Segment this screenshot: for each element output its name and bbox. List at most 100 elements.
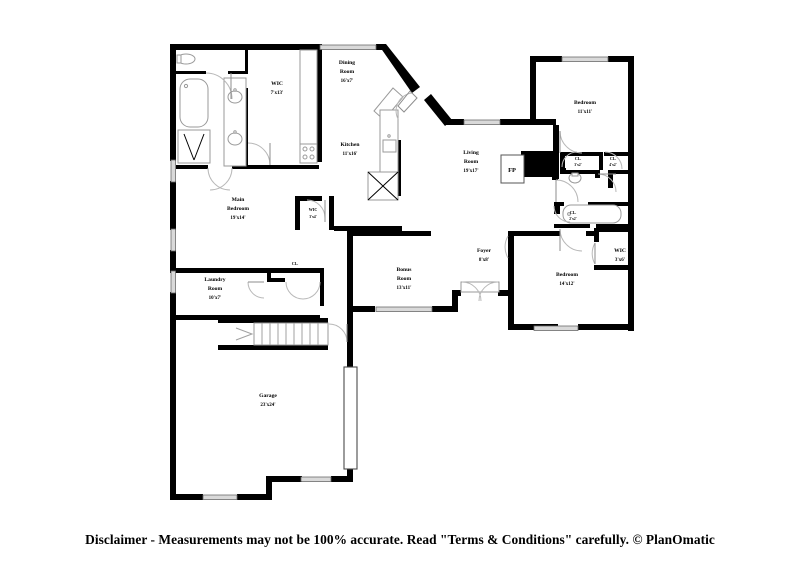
room-label-wic-bedroom3: WIC 3'x6' bbox=[614, 248, 626, 263]
svg-text:19'x14': 19'x14' bbox=[230, 216, 246, 221]
svg-text:Foyer: Foyer bbox=[477, 248, 491, 254]
room-label-foyer: Foyer 8'x8' bbox=[477, 248, 491, 263]
window-laundry bbox=[170, 270, 176, 294]
bathtub-icon-bath2 bbox=[562, 204, 622, 224]
room-labels: WIC 7'x13' Dining Room 16'x7' Kitchen 11… bbox=[204, 60, 625, 408]
svg-text:Bonus: Bonus bbox=[397, 267, 413, 273]
svg-text:Kitchen: Kitchen bbox=[341, 142, 361, 148]
door-swing-wic-main bbox=[247, 142, 271, 166]
door-swing-bedroom3 bbox=[559, 228, 583, 252]
room-label-dining-room: Dining Room 16'x7' bbox=[339, 60, 355, 84]
bathroom-2-fixtures bbox=[562, 172, 622, 224]
closet-label-hall-b: CL. 4'x2' bbox=[609, 156, 616, 167]
disclaimer-text: Disclaimer - Measurements may not be 100… bbox=[85, 532, 715, 547]
window-garage-bottom-2 bbox=[300, 476, 332, 482]
svg-text:CL.: CL. bbox=[570, 210, 577, 215]
svg-text:CL.: CL. bbox=[292, 261, 299, 266]
svg-text:WIC: WIC bbox=[614, 248, 626, 254]
window-bedroom3-bottom bbox=[533, 325, 579, 331]
door-swing-master-bath bbox=[205, 72, 233, 100]
window-main-bedroom-1 bbox=[170, 159, 176, 183]
svg-text:Room: Room bbox=[464, 159, 479, 165]
closet-label-hall-a: CL. 3'x2' bbox=[574, 156, 581, 167]
door-swing-bath2 bbox=[597, 173, 617, 193]
svg-text:19'x17': 19'x17' bbox=[463, 169, 479, 174]
svg-text:Room: Room bbox=[208, 286, 223, 292]
foyer-door-frame bbox=[460, 281, 500, 293]
window-living-top bbox=[463, 119, 501, 125]
svg-text:10'x7': 10'x7' bbox=[209, 296, 222, 301]
svg-text:8'x8': 8'x8' bbox=[479, 258, 490, 263]
svg-text:Bedroom: Bedroom bbox=[556, 272, 578, 278]
staircase bbox=[235, 322, 329, 346]
doors bbox=[205, 72, 623, 343]
svg-text:Laundry: Laundry bbox=[204, 277, 225, 283]
svg-text:3'x4': 3'x4' bbox=[309, 215, 316, 219]
garage-door-icon bbox=[343, 366, 358, 470]
kitchen-sink-icon bbox=[382, 139, 397, 153]
svg-text:Bedroom: Bedroom bbox=[574, 100, 596, 106]
kitchen-fixtures bbox=[299, 49, 404, 201]
door-swing-closet-a bbox=[561, 151, 578, 168]
door-swing-dining-exterior bbox=[395, 92, 413, 120]
door-swing-closet-laundry-a bbox=[285, 281, 304, 300]
door-swing-foyer-a bbox=[461, 281, 482, 302]
door-swing-closet-laundry-b bbox=[302, 281, 321, 300]
door-swing-garage-stairs bbox=[328, 323, 348, 343]
svg-text:7'x13': 7'x13' bbox=[271, 91, 284, 96]
svg-text:2'x2': 2'x2' bbox=[569, 217, 576, 221]
svg-text:Bedroom: Bedroom bbox=[227, 206, 249, 212]
door-swing-wic-bedroom3 bbox=[591, 242, 596, 265]
shower-icon bbox=[177, 129, 211, 164]
fireplace bbox=[500, 154, 525, 184]
room-label-bedroom-2: Bedroom 11'x11' bbox=[574, 100, 596, 115]
svg-text:CL.: CL. bbox=[610, 156, 617, 161]
svg-text:9'x2': 9'x2' bbox=[291, 268, 298, 272]
svg-text:Living: Living bbox=[463, 150, 479, 156]
svg-text:16'x7': 16'x7' bbox=[341, 79, 354, 84]
svg-text:13'x11': 13'x11' bbox=[396, 286, 412, 291]
door-swing-hall-bath bbox=[555, 179, 579, 203]
closet-label-hall-c: CL. 2'x2' bbox=[569, 210, 576, 221]
svg-text:23'x24': 23'x24' bbox=[260, 403, 276, 408]
door-swing-master-bedroom-a bbox=[207, 167, 231, 191]
svg-text:4'x2': 4'x2' bbox=[609, 163, 616, 167]
window-garage-bottom-1 bbox=[202, 494, 238, 500]
svg-text:3'x2': 3'x2' bbox=[574, 163, 581, 167]
svg-text:3'x6': 3'x6' bbox=[615, 258, 626, 263]
svg-text:WIC: WIC bbox=[271, 81, 283, 87]
door-swing-foyer-b bbox=[478, 281, 499, 302]
room-label-wic-main: WIC 7'x13' bbox=[271, 81, 284, 96]
fireplace-box bbox=[500, 154, 525, 184]
bathtub-icon bbox=[179, 78, 209, 128]
window-dining-top bbox=[319, 44, 377, 50]
svg-text:Garage: Garage bbox=[259, 393, 277, 399]
svg-text:Room: Room bbox=[397, 276, 412, 282]
window-bedroom2-top bbox=[561, 56, 609, 62]
svg-text:Main: Main bbox=[232, 197, 246, 203]
window-main-bedroom-2 bbox=[170, 228, 176, 252]
fireplace-label: FP bbox=[508, 167, 516, 174]
closet-labels: CL. 9'x2' CL. 3'x2' CL. 4'x2' CL. 2'x2' bbox=[291, 156, 616, 272]
room-label-wic-small: WIC 3'x4' bbox=[309, 207, 318, 219]
garage-door bbox=[343, 366, 358, 470]
closet-label-laundry: CL. 9'x2' bbox=[291, 261, 298, 272]
svg-text:Dining: Dining bbox=[339, 60, 355, 66]
window-bonus-bottom bbox=[375, 306, 433, 312]
feature-labels: FP bbox=[508, 167, 516, 174]
svg-text:Room: Room bbox=[340, 69, 355, 75]
room-label-bonus-room: Bonus Room 13'x11' bbox=[396, 267, 412, 291]
stove-icon bbox=[299, 143, 318, 164]
svg-text:CL.: CL. bbox=[575, 156, 582, 161]
room-label-garage: Garage 23'x24' bbox=[259, 393, 277, 408]
door-swing-closet-b bbox=[604, 151, 623, 170]
svg-text:11'x11': 11'x11' bbox=[578, 110, 593, 115]
door-swing-bonus-foyer bbox=[504, 235, 509, 259]
svg-text:11'x16': 11'x16' bbox=[342, 152, 358, 157]
stairs-icon bbox=[253, 322, 329, 346]
room-label-main-bedroom: Main Bedroom 19'x14' bbox=[227, 197, 249, 221]
windows bbox=[170, 44, 609, 500]
room-label-kitchen: Kitchen 11'x16' bbox=[341, 142, 361, 157]
door-swing-bedroom2 bbox=[559, 130, 583, 154]
